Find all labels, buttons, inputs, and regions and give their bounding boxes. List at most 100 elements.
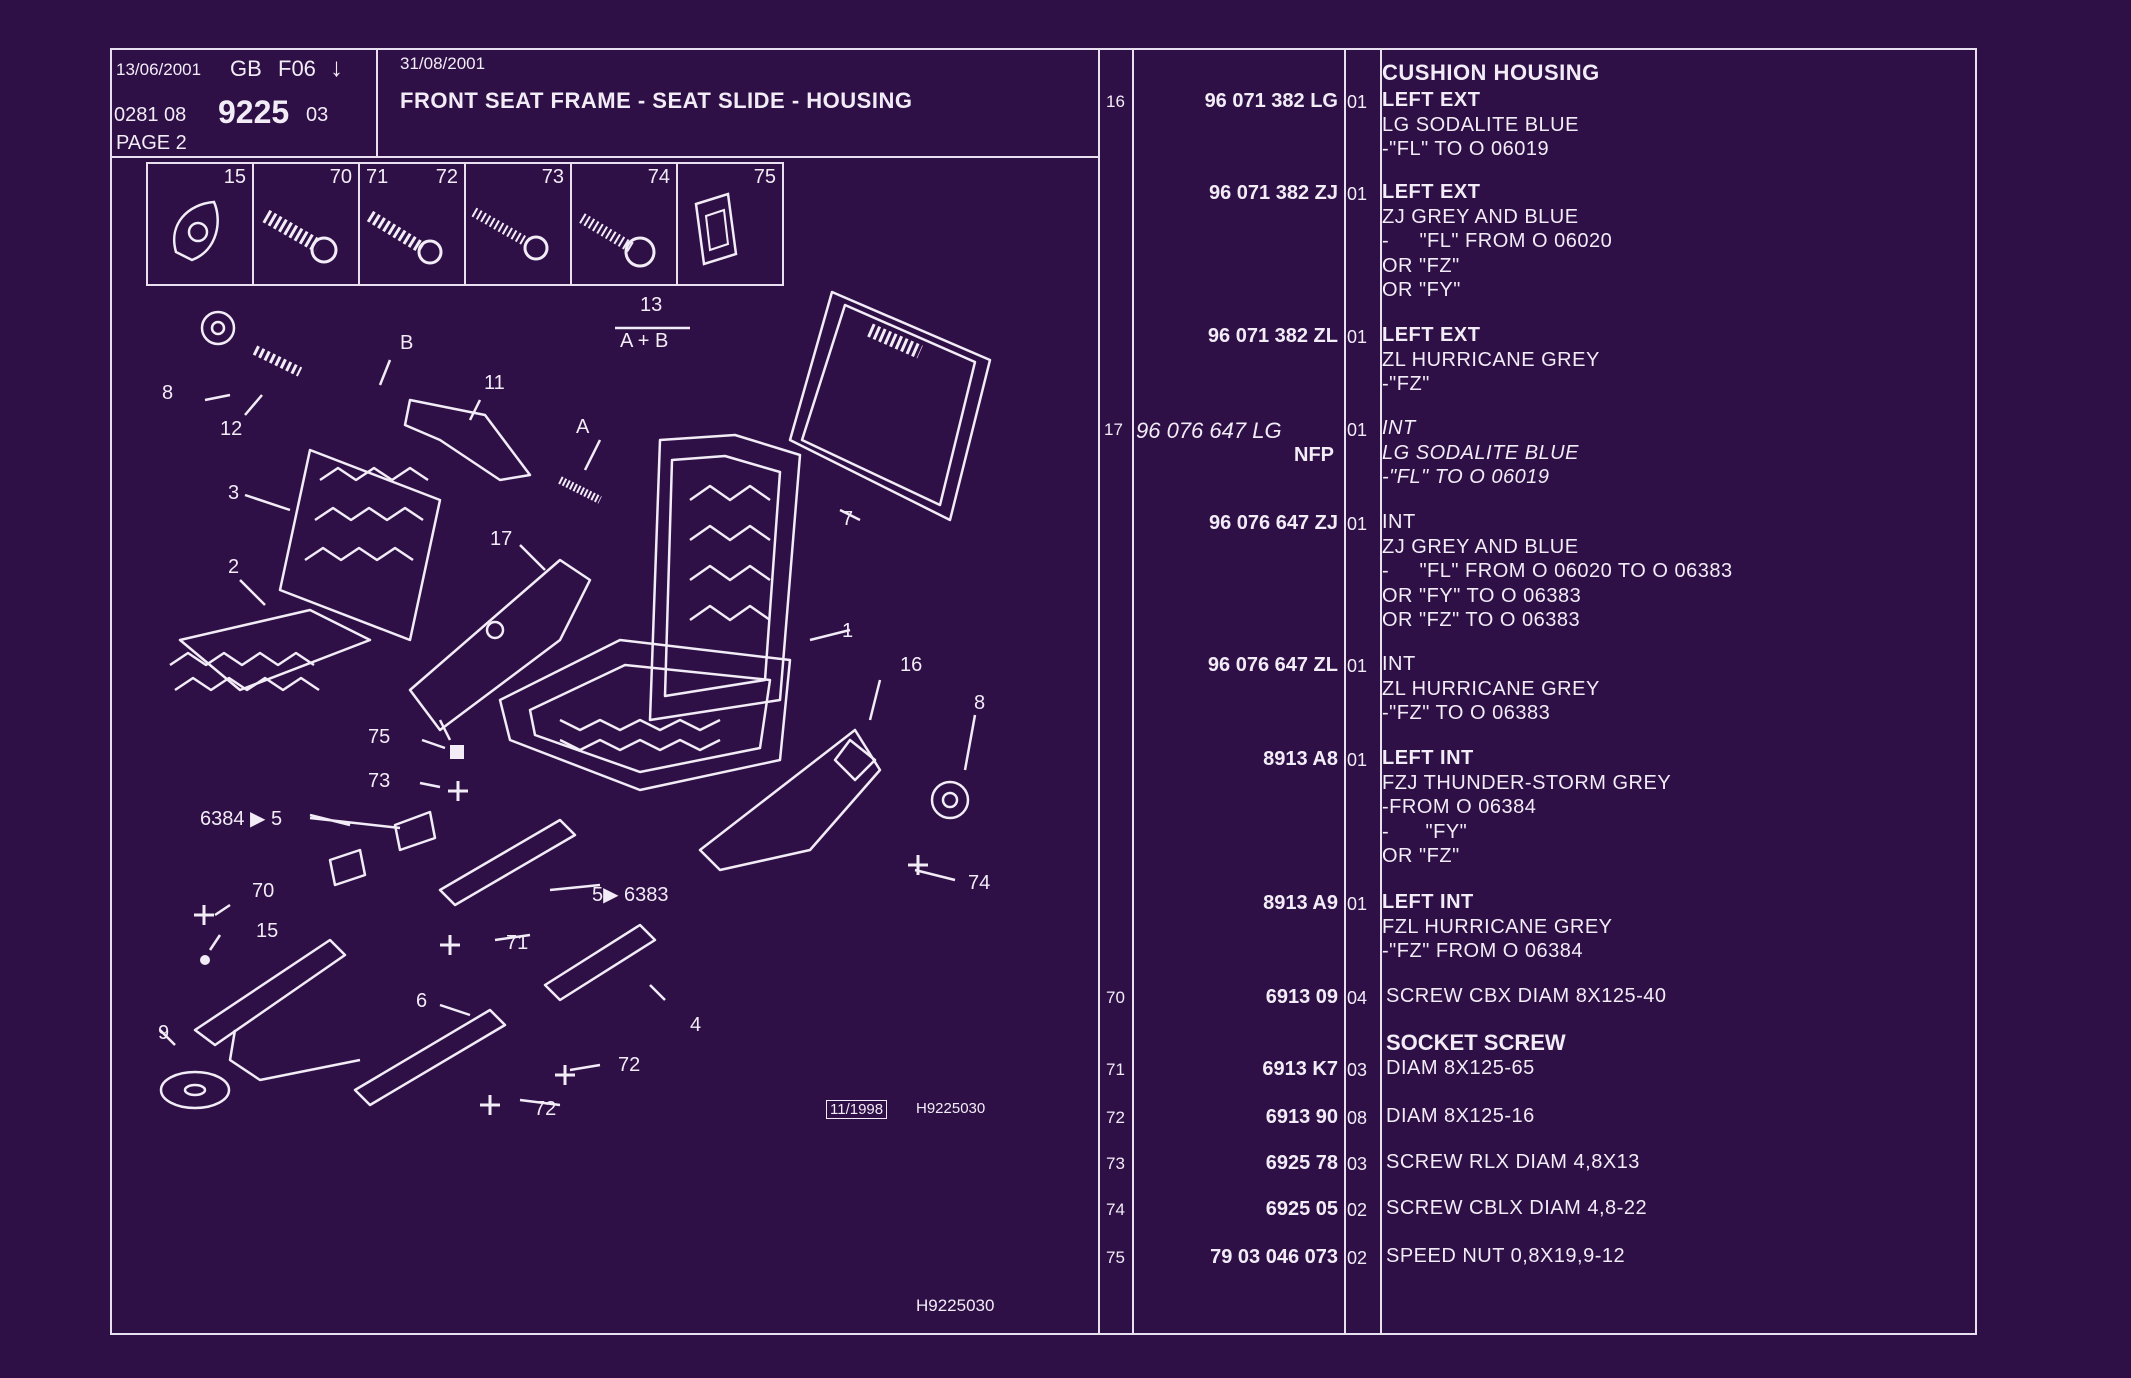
exploded-seat-diagram — [159, 290, 992, 1115]
part-qty: 01 — [1347, 514, 1368, 534]
screw-icon — [262, 209, 338, 264]
callout-70: 70 — [252, 880, 275, 902]
callout-5-6383: 5▶ 6383 — [592, 884, 669, 906]
header-divider — [110, 156, 1098, 158]
part-desc: DIAM 8X125-65 — [1386, 1057, 1535, 1079]
callout-1: 1 — [842, 620, 854, 642]
item-75: 75 — [1106, 1248, 1125, 1267]
callout-15: 15 — [256, 920, 279, 942]
callout-71: 71 — [506, 932, 529, 954]
header-code: F06 — [278, 56, 316, 81]
callout-74: 74 — [968, 872, 991, 894]
part-qty: 01 — [1347, 184, 1368, 204]
header-col-divider — [376, 48, 378, 156]
part-qty: 02 — [1347, 1248, 1368, 1268]
callout-12: 12 — [220, 418, 243, 440]
header-ref-prefix: 0281 08 — [114, 104, 187, 126]
header-ref-suffix: 03 — [306, 104, 329, 126]
header-ref-main: 9225 — [218, 94, 290, 130]
callout-13: 13 — [640, 294, 663, 316]
tapping-screw-icon — [471, 207, 549, 261]
thumb-screw-74: 74 — [572, 164, 678, 284]
part-ref: 96 071 382 ZJ — [1209, 182, 1338, 204]
part-desc: SCREW RLX DIAM 4,8X13 — [1386, 1151, 1640, 1173]
callout-72a: 72 — [618, 1054, 641, 1076]
part-ref: 6913 09 — [1265, 986, 1338, 1008]
callout-6: 6 — [416, 990, 428, 1012]
part-ref: 6913 K7 — [1262, 1058, 1338, 1080]
page-title: FRONT SEAT FRAME - SEAT SLIDE - HOUSING — [400, 88, 913, 113]
part-qty: 01 — [1347, 327, 1368, 347]
item-73: 73 — [1106, 1154, 1125, 1173]
part-desc: SPEED NUT 0,8X19,9-12 — [1386, 1245, 1626, 1267]
callout-72b: 72 — [534, 1098, 557, 1120]
part-ref: 6913 90 — [1265, 1106, 1338, 1128]
part-ref: 96 076 647 ZL — [1207, 654, 1338, 676]
part-ref: 96 071 382 ZL — [1207, 325, 1338, 347]
thumb-screw-71-72: 71 72 — [360, 164, 466, 284]
fastener-thumbnail-strip: 15 70 71 72 73 74 75 — [146, 162, 784, 286]
thumb-screw-73: 73 — [466, 164, 572, 284]
arrow-down-icon: ↓ — [330, 52, 343, 82]
socket-screw-title: SOCKET SCREW — [1386, 1030, 1566, 1055]
divider-diagram — [1098, 48, 1100, 1335]
part-ref: 8913 A9 — [1263, 892, 1338, 914]
part-qty: 01 — [1347, 420, 1368, 440]
nfp-label: NFP — [1294, 444, 1334, 466]
part-qty: 08 — [1347, 1108, 1368, 1128]
callout-4: 4 — [690, 1014, 702, 1036]
header-date1: 13/06/2001 — [116, 60, 202, 79]
part-desc: DIAM 8X125-16 — [1386, 1105, 1535, 1127]
callout-11: 11 — [484, 372, 505, 394]
callout-6384-5: 6384 ▶ 5 — [200, 808, 283, 830]
thumb-screw-70: 70 — [254, 164, 360, 284]
part-ref: 8913 A8 — [1263, 748, 1338, 770]
part-qty: 02 — [1347, 1200, 1368, 1220]
header-page: PAGE 2 — [116, 132, 187, 154]
callout-A: A — [576, 416, 590, 438]
item-17: 17 — [1104, 420, 1123, 439]
callout-75: 75 — [368, 726, 391, 748]
item-71: 71 — [1106, 1060, 1125, 1079]
callout-2: 2 — [228, 556, 240, 578]
part-ref: 96 076 647 ZJ — [1209, 512, 1338, 534]
flange-screw-icon — [579, 213, 656, 268]
thumb-speed-nut: 75 — [678, 164, 782, 284]
callout-3: 3 — [228, 482, 240, 504]
part-ref: 96 071 382 LG — [1204, 90, 1338, 112]
speed-nut-icon — [694, 192, 738, 266]
item-70: 70 — [1106, 988, 1125, 1007]
callout-7: 7 — [842, 508, 854, 530]
callout-8b: 8 — [974, 692, 986, 714]
callout-9: 9 — [158, 1022, 170, 1044]
header-lang: GB — [230, 56, 262, 81]
part-ref: 6925 78 — [1265, 1152, 1338, 1174]
callout-8: 8 — [162, 382, 174, 404]
divider-qty — [1380, 48, 1382, 1335]
drawing-code-bottom: H9225030 — [916, 1296, 995, 1315]
part-qty: 01 — [1347, 750, 1368, 770]
date-stamp: 11/1998 — [826, 1100, 888, 1119]
socket-screw-icon — [366, 210, 443, 265]
part-ref: 96 076 647 LG — [1136, 418, 1282, 443]
drawing-code: H9225030 — [916, 1100, 986, 1117]
part-qty: 04 — [1347, 988, 1368, 1008]
part-ref: 6925 05 — [1265, 1198, 1338, 1220]
item-74: 74 — [1106, 1200, 1125, 1219]
callout-17: 17 — [490, 528, 513, 550]
part-qty: 03 — [1347, 1154, 1368, 1174]
parts-sheet — [110, 48, 1977, 1335]
washer-icon — [173, 200, 219, 262]
part-desc: SCREW CBLX DIAM 4,8-22 — [1386, 1197, 1648, 1219]
callout-a-plus-b: A + B — [620, 330, 669, 352]
callout-73: 73 — [368, 770, 391, 792]
section-title: CUSHION HOUSING — [1382, 60, 1600, 85]
